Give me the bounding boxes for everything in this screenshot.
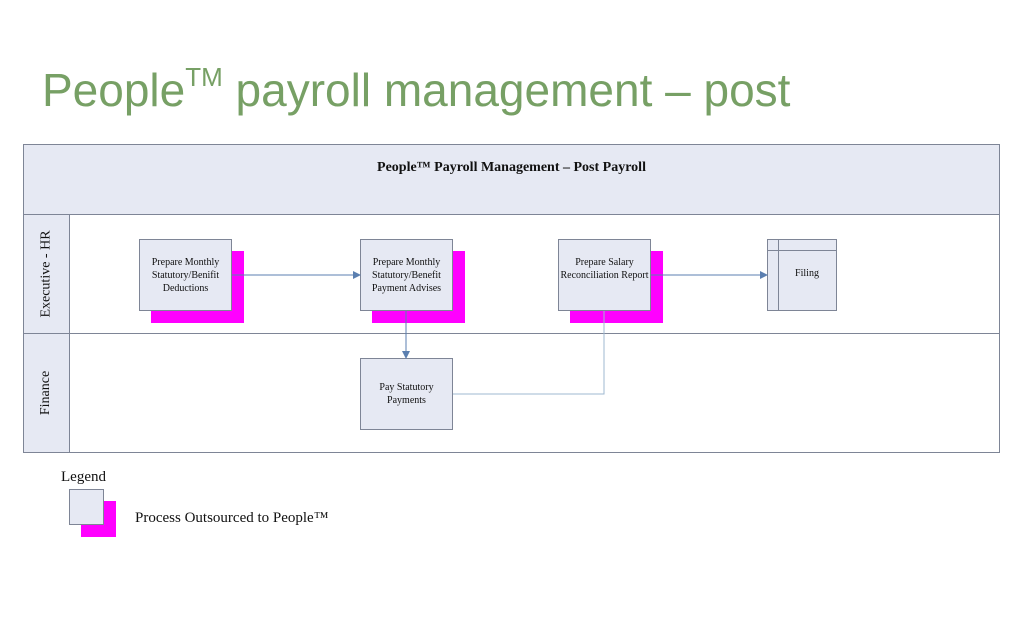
step-prepare-advises: Prepare Monthly Statutory/Benefit Paymen… xyxy=(360,239,453,311)
step-label: Filing xyxy=(795,268,819,279)
swimlane-diagram: People™ Payroll Management – Post Payrol… xyxy=(23,144,1000,454)
step-label: Prepare Monthly Statutory/Benefit Paymen… xyxy=(371,257,442,294)
title-main: People xyxy=(42,64,186,116)
lane-label-finance: Finance xyxy=(24,334,70,452)
step-prepare-reconciliation: Prepare Salary Reconciliation Report xyxy=(558,239,651,311)
title-rest: payroll management – post xyxy=(222,64,791,116)
step-label: Prepare Monthly Statutory/Benifit Deduct… xyxy=(151,257,220,294)
filing-divider-horizontal xyxy=(768,250,836,251)
diagram-subheader xyxy=(23,190,1000,215)
step-filing: Filing xyxy=(767,239,837,311)
legend-outsourced-label: Process Outsourced to People™ xyxy=(135,510,329,526)
filing-divider-vertical xyxy=(778,240,779,310)
legend-title: Legend xyxy=(61,469,106,485)
step-label: Prepare Salary Reconciliation Report xyxy=(560,257,649,281)
legend-sample-box xyxy=(69,489,104,525)
diagram-header-text: People™ Payroll Management – Post Payrol… xyxy=(377,160,646,175)
lane-label-text: Finance xyxy=(38,370,54,416)
lane-finance: Finance xyxy=(23,334,1000,453)
step-pay-statutory: Pay Statutory Payments xyxy=(360,358,453,430)
lane-label-text: Executive - HR xyxy=(38,230,54,318)
step-label: Pay Statutory Payments xyxy=(379,382,434,406)
diagram-header: People™ Payroll Management – Post Payrol… xyxy=(23,144,1000,192)
lane-label-executive-hr: Executive - HR xyxy=(24,215,70,333)
slide-title: PeopleTM payroll management – post xyxy=(42,62,790,117)
step-prepare-deductions: Prepare Monthly Statutory/Benifit Deduct… xyxy=(139,239,232,311)
title-trademark: TM xyxy=(185,62,223,92)
